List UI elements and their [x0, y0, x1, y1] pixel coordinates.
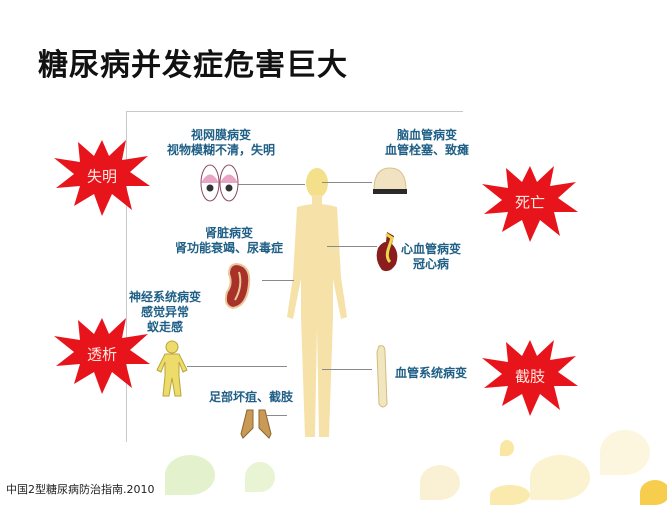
- outcome-burst-blindness: 失明: [52, 134, 152, 218]
- outcome-burst-amputation: 截肢: [480, 334, 580, 418]
- brain-label: 脑血管病变 血管栓塞、致瘫: [385, 128, 470, 157]
- connector-line: [227, 184, 305, 185]
- page-title: 糖尿病并发症危害巨大: [38, 48, 348, 83]
- source-citation: 中国2型糖尿病防治指南.2010: [6, 483, 155, 496]
- kidney-icon: [224, 262, 251, 310]
- connector-line: [322, 182, 372, 183]
- foot-label: 足部坏疽、截肢: [209, 390, 294, 404]
- burst-icon: [54, 318, 150, 394]
- connector-line: [327, 246, 377, 247]
- nervous-body-icon: [156, 340, 188, 397]
- feet-icon: [240, 409, 272, 439]
- outcome-burst-death: 死亡: [480, 160, 580, 244]
- nerve-label: 神经系统病变 感觉异常 蚁走感: [129, 290, 202, 334]
- brain-icon: [373, 167, 407, 194]
- blood-vessel-icon: [376, 345, 388, 408]
- burst-icon: [482, 166, 578, 242]
- connector-line: [267, 415, 287, 416]
- complications-diagram: 视网膜病变 视物模糊不清，失明 脑血管病变 血管栓塞、致瘫 肾脏病变 肾功能衰竭…: [126, 111, 469, 442]
- connector-line: [322, 369, 372, 370]
- kidney-label: 肾脏病变 肾功能衰竭、尿毒症: [175, 226, 284, 255]
- human-body-icon: [287, 168, 347, 437]
- outcome-burst-dialysis: 透析: [52, 312, 152, 396]
- vessel-label: 血管系统病变: [395, 366, 468, 380]
- heart-icon: [376, 232, 398, 272]
- burst-icon: [482, 340, 578, 416]
- connector-line: [187, 366, 287, 367]
- retina-label: 视网膜病变 视物模糊不清，失明: [167, 128, 276, 157]
- heart-label: 心血管病变 冠心病: [401, 242, 462, 271]
- eyes-icon: [200, 164, 239, 202]
- connector-line: [262, 280, 294, 281]
- burst-icon: [54, 140, 150, 216]
